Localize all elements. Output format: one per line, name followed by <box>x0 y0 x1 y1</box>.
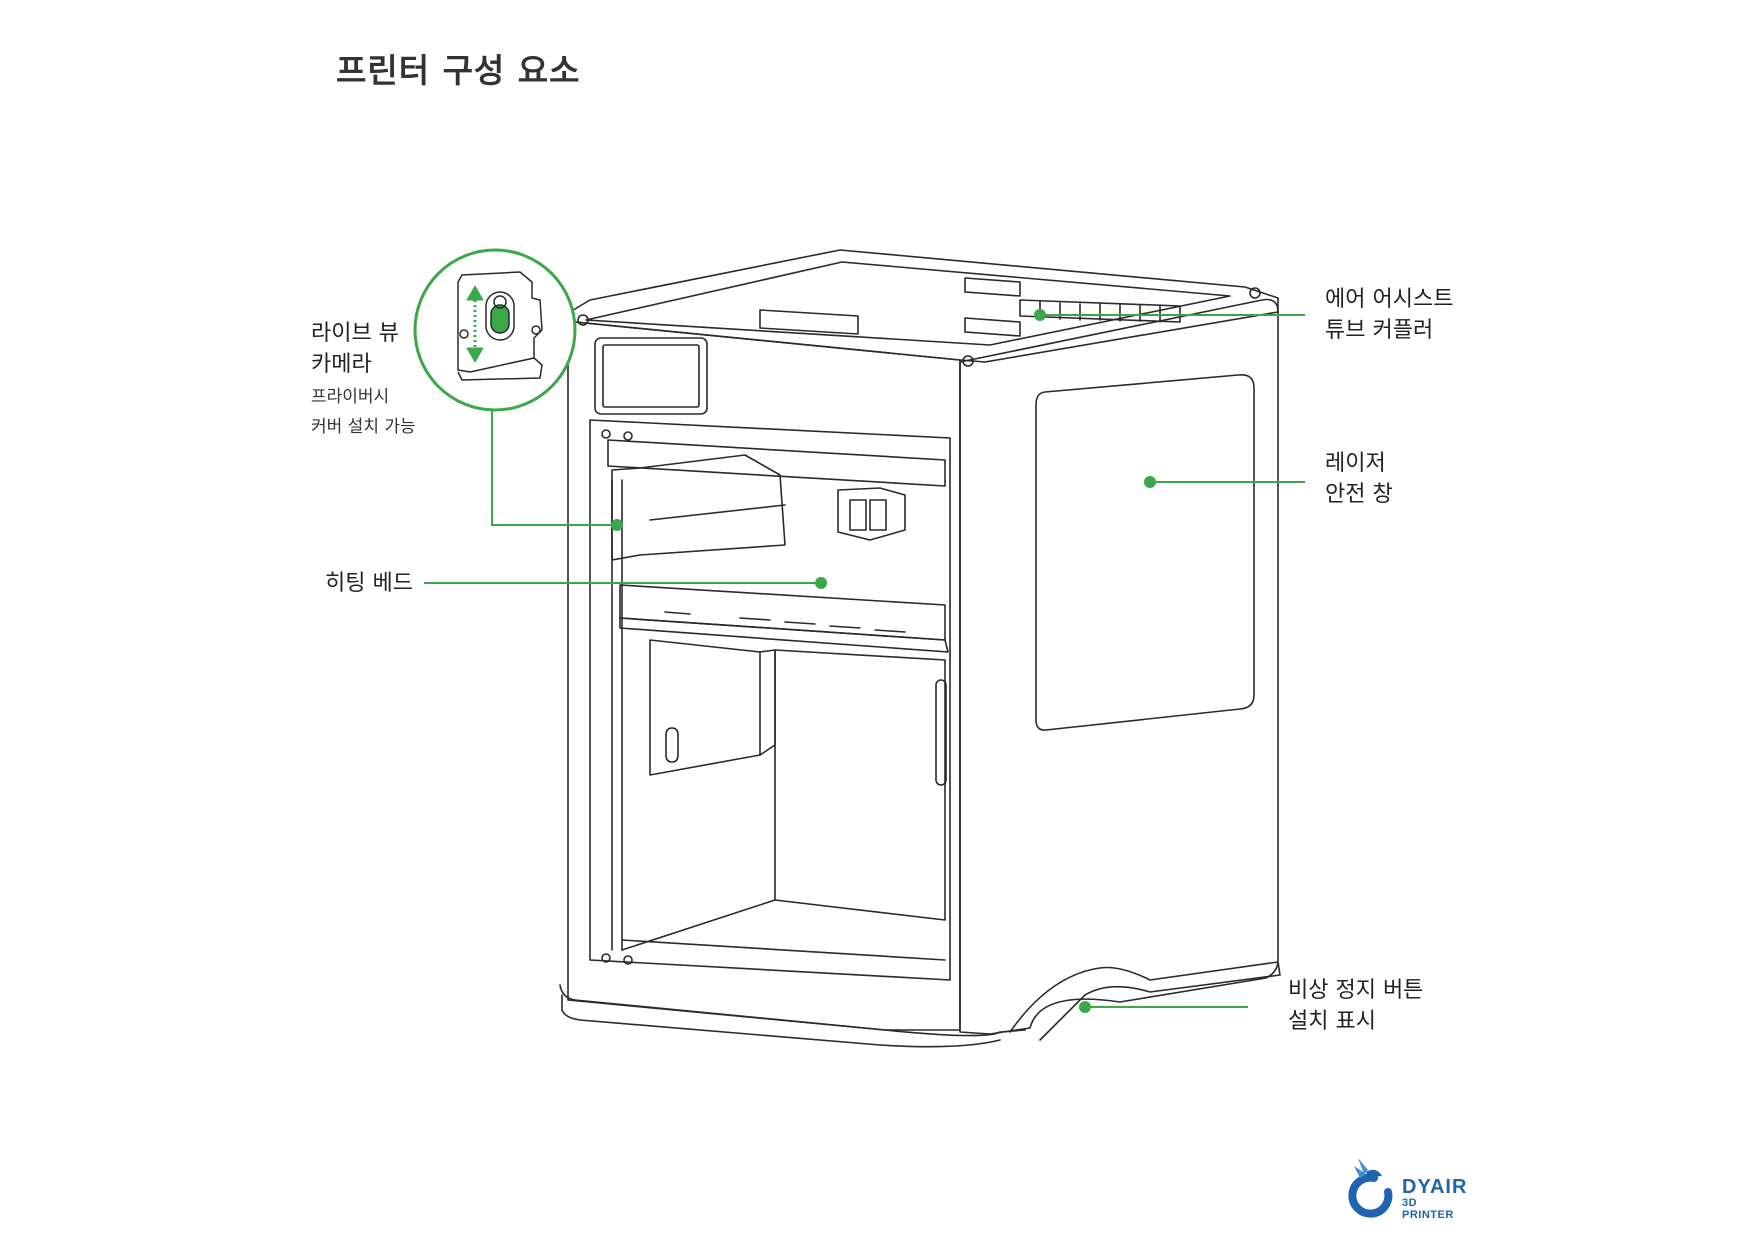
slide-arrow-icon <box>466 285 484 363</box>
callout-estop-line-1: 비상 정지 버튼 <box>1288 978 1424 1003</box>
estop-marker <box>1079 1001 1091 1013</box>
page-title: 프린터 구성 요소 <box>336 51 581 90</box>
callout-heated-bed-line-1: 히팅 베드 <box>325 571 413 596</box>
callout-camera-line-1: 라이브 뷰 <box>311 321 399 346</box>
callout-estop-line-2: 설치 표시 <box>1288 1009 1376 1034</box>
laser-window-marker <box>1144 476 1156 488</box>
callout-air-assist: 에어 어시스트 튜브 커플러 <box>1325 284 1453 346</box>
heated-bed-marker <box>815 577 827 589</box>
touch-screen <box>602 344 700 408</box>
camera-marker <box>611 519 623 531</box>
callout-laser-window-line-1: 레이저 <box>1325 451 1386 476</box>
callout-laser-window: 레이저 안전 창 <box>1325 448 1393 510</box>
callout-camera-note-line-1: 프라이버시 <box>311 387 390 407</box>
callout-air-assist-line-1: 에어 어시스트 <box>1325 287 1454 312</box>
leader-dots <box>611 309 1156 1013</box>
callout-estop: 비상 정지 버튼 설치 표시 <box>1288 975 1423 1037</box>
laser-safety-window <box>1035 373 1255 731</box>
camera-inset <box>413 248 577 412</box>
dyair-logo: DYAIR 3D PRINTER <box>1348 1152 1468 1221</box>
callout-air-assist-line-2: 튜브 커플러 <box>1325 318 1434 343</box>
dragon-logo-icon <box>1348 1158 1393 1218</box>
callout-camera-note: 프라이버시 커버 설치 가능 <box>311 382 416 442</box>
callout-heated-bed: 히팅 베드 <box>325 568 413 599</box>
callout-laser-window-line-2: 안전 창 <box>1325 482 1393 507</box>
logo-name: DYAIR <box>1402 1176 1468 1198</box>
callout-camera-line-2: 카메라 <box>311 352 372 377</box>
callout-camera: 라이브 뷰 카메라 <box>311 318 399 380</box>
leader-lines <box>424 314 1305 1008</box>
leader-camera <box>491 410 615 526</box>
callout-camera-note-line-2: 커버 설치 가능 <box>311 417 416 437</box>
printer-outline <box>559 249 1281 1048</box>
screen-bezel <box>594 337 708 415</box>
logo-tagline: 3D PRINTER <box>1402 1197 1454 1221</box>
air-assist-marker <box>1034 309 1046 321</box>
